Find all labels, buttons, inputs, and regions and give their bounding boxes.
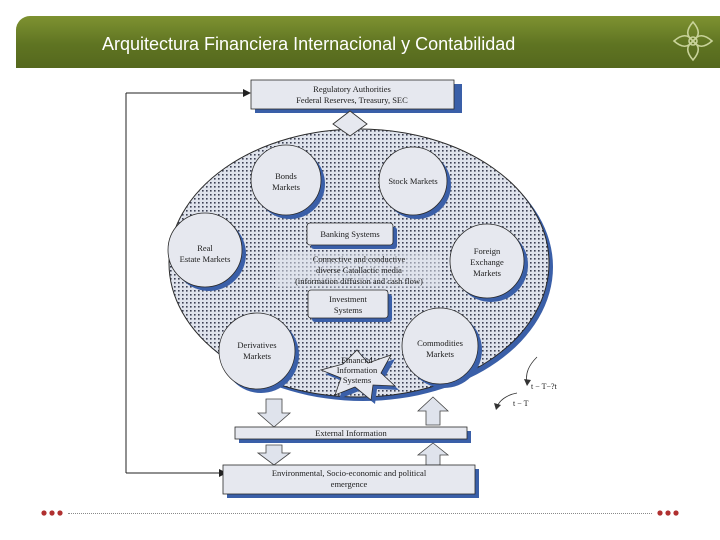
derivatives-label-2: Markets [243,351,271,361]
foreign-exchange-markets-node: Foreign Exchange Markets [449,223,528,302]
banking-label: Banking Systems [320,229,379,239]
time-label-lower: t − T [513,399,529,408]
diagram-canvas: Regulatory Authorities Federal Reserves,… [125,79,558,498]
environmental-label-1: Environmental, Socio-economic and politi… [272,468,427,478]
regulatory-subtitle: Federal Reserves, Treasury, SEC [296,95,408,105]
foreign-exchange-label-3: Markets [473,268,501,278]
connective-line-3: (information diffusion and cash flow) [295,276,423,286]
upward-hollow-arrow-top [416,396,450,426]
foreign-exchange-label-1: Foreign [474,246,501,256]
floral-ornament-icon [672,20,714,62]
investment-label-2: Systems [334,305,362,315]
connective-media-label: Connective and conductive diverse Catall… [275,252,441,287]
upward-hollow-arrow-lower [416,442,450,466]
financial-information-star: Financial Information Systems [319,349,399,404]
title-bar [16,16,720,68]
slide-title: Arquitectura Financiera Internacional y … [102,34,516,54]
time-annotations: t − T−?t t − T [494,356,558,410]
downward-hollow-arrow [256,398,292,428]
environmental-box: Environmental, Socio-economic and politi… [222,464,479,498]
connective-line-2: diverse Catallactic media [316,265,402,275]
regulatory-diamond [332,110,368,137]
time-label-upper: t − T−?t [531,382,558,391]
bonds-label-2: Markets [272,182,300,192]
financial-info-label-2: Information [337,365,378,375]
derivatives-markets-node: Derivatives Markets [218,312,299,393]
financial-info-label-3: Systems [343,375,371,385]
banking-systems-box: Banking Systems [306,222,397,249]
real-estate-markets-node: Real Estate Markets [167,212,246,291]
footer-dots-right-icon [657,510,679,516]
connective-line-1: Connective and conductive [313,254,406,264]
real-estate-label-1: Real [197,243,213,253]
regulatory-title: Regulatory Authorities [313,84,391,94]
footer-divider [68,513,652,514]
bonds-markets-node: Bonds Markets [250,144,325,219]
investment-systems-box: Investment Systems [307,289,392,322]
input-line-bottom [126,469,227,477]
downward-hollow-arrow-lower [256,444,292,466]
commodities-label-1: Commodities [417,338,463,348]
investment-label-1: Investment [329,294,367,304]
financial-architecture-diagram: Regulatory Authorities Federal Reserves,… [121,73,587,500]
stock-markets-node: Stock Markets [378,146,451,219]
external-information-bar: External Information [234,426,471,443]
stock-label-1: Stock Markets [388,176,437,186]
input-line-top [126,89,251,97]
real-estate-label-2: Estate Markets [180,254,231,264]
footer-dots-left-icon [41,510,63,516]
commodities-markets-node: Commodities Markets [401,307,482,388]
commodities-label-2: Markets [426,349,454,359]
foreign-exchange-label-2: Exchange [470,257,504,267]
bonds-label-1: Bonds [275,171,297,181]
regulatory-authorities-box: Regulatory Authorities Federal Reserves,… [250,79,462,113]
external-information-label: External Information [315,428,387,438]
environmental-label-2: emergence [331,479,368,489]
financial-info-label-1: Financial [341,355,373,365]
derivatives-label-1: Derivatives [237,340,276,350]
